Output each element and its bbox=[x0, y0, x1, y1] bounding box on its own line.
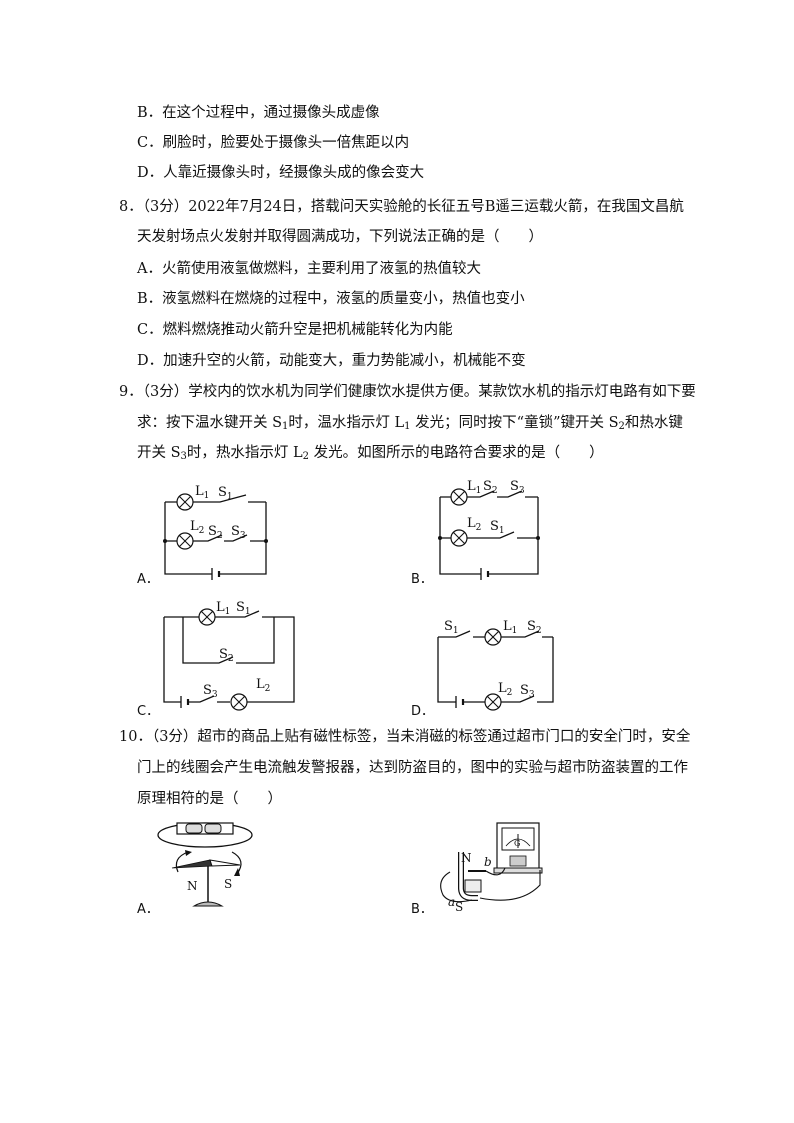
svg-text:S3: S3 bbox=[510, 479, 525, 496]
q9-label-b: B． bbox=[411, 572, 433, 587]
svg-text:S2: S2 bbox=[219, 647, 234, 664]
wire-b-label: b bbox=[484, 855, 492, 869]
wire-a-label: a bbox=[448, 895, 455, 909]
q7-option-c: C．刷脸时，脸要处于摄像头一倍焦距以内 bbox=[137, 135, 410, 151]
svg-text:S1: S1 bbox=[490, 519, 505, 536]
svg-text:S1: S1 bbox=[236, 600, 251, 617]
svg-text:S2: S2 bbox=[208, 524, 223, 541]
svg-text:L1: L1 bbox=[503, 619, 517, 636]
q10-stem-line2: 门上的线圈会产生电流触发警报器，达到防盗目的，图中的实验与超市防盗装置的工作 bbox=[137, 760, 688, 776]
magnet-n-label: N bbox=[461, 851, 472, 865]
svg-text:S3: S3 bbox=[231, 524, 246, 541]
sym-l: L bbox=[195, 484, 204, 499]
q8-option-a: A．火箭使用液氢做燃料，主要利用了液氢的热值较大 bbox=[137, 261, 481, 277]
svg-text:S1: S1 bbox=[218, 485, 233, 502]
q7-option-d: D．人靠近摄像头时，经摄像头成的像会变大 bbox=[137, 165, 425, 181]
magnet-s-label: S bbox=[455, 900, 463, 914]
svg-text:L1: L1 bbox=[216, 600, 230, 617]
svg-text:S1: S1 bbox=[444, 619, 459, 636]
q8-option-b: B．液氢燃料在燃烧的过程中，液氢的质量变小，热值也变小 bbox=[137, 291, 525, 307]
q8-option-d: D．加速升空的火箭，动能变大，重力势能减小，机械能不变 bbox=[137, 353, 526, 369]
svg-text:S3: S3 bbox=[203, 683, 218, 700]
q7-option-b: B．在这个过程中，通过摄像头成虚像 bbox=[137, 105, 380, 121]
svg-text:S2: S2 bbox=[527, 619, 542, 636]
svg-text:L1: L1 bbox=[195, 484, 209, 501]
svg-text:L2: L2 bbox=[498, 681, 512, 698]
q10-label-b: B． bbox=[411, 902, 433, 917]
svg-text:L2: L2 bbox=[467, 516, 481, 533]
q9-stem-line1: 9．（3分）学校内的饮水机为同学们健康饮水提供方便。某款饮水机的指示灯电路有如下… bbox=[119, 384, 696, 400]
q10-label-a: A． bbox=[137, 902, 159, 917]
q9-stem-line2: 求：按下温水键开关 S1时，温水指示灯 L1 发光；同时按下“童锁”键开关 S2… bbox=[137, 415, 683, 432]
svg-text:S3: S3 bbox=[520, 683, 535, 700]
q9-label-c: C． bbox=[137, 704, 160, 719]
svg-text:L2: L2 bbox=[190, 519, 204, 536]
svg-text:S2: S2 bbox=[483, 479, 498, 496]
svg-text:L2: L2 bbox=[256, 677, 270, 694]
svg-text:L1: L1 bbox=[467, 479, 481, 496]
q9-label-a: A． bbox=[137, 572, 159, 587]
q10-stem-line1: 10．（3分）超市的商品上贴有磁性标签，当未消磁的标签通过超市门口的安全门时，安… bbox=[119, 729, 691, 745]
q9-label-d: D． bbox=[411, 704, 435, 719]
needle-s-label: S bbox=[224, 877, 232, 891]
q9-stem-line3: 开关 S3时，热水指示灯 L2 发光。如图所示的电路符合要求的是（ ） bbox=[137, 445, 604, 462]
q8-stem-line1: 8．（3分）2022年7月24日，搭载问天实验舱的长征五号B遥三运载火箭，在我国… bbox=[119, 199, 684, 215]
q8-option-c: C．燃料燃烧推动火箭升空是把机械能转化为内能 bbox=[137, 322, 453, 338]
q10-stem-line3: 原理相符的是（ ） bbox=[137, 791, 282, 807]
needle-n-label: N bbox=[187, 879, 198, 893]
q8-stem-line2: 天发射场点火发射并取得圆满成功，下列说法正确的是（ ） bbox=[137, 229, 543, 245]
svg-text:G: G bbox=[514, 839, 520, 848]
